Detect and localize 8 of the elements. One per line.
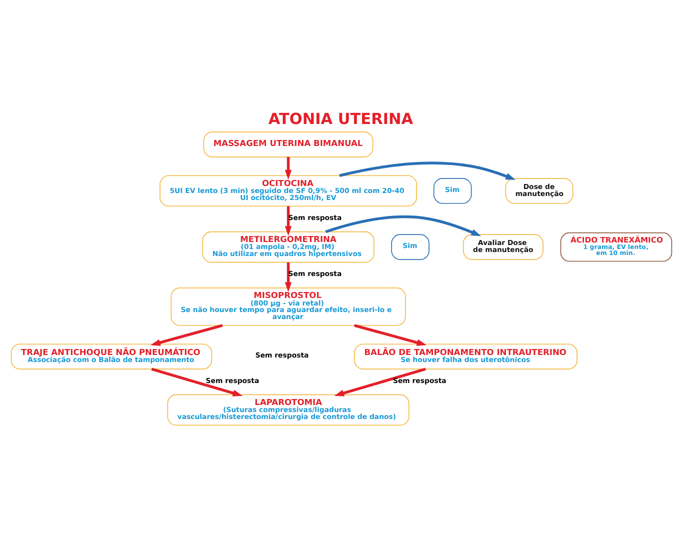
diagram-title: ATONIA UTERINA bbox=[268, 110, 414, 128]
node-box: MASSAGEM UTERINA BIMANUAL bbox=[203, 131, 374, 157]
arrow bbox=[151, 367, 243, 396]
arrow bbox=[284, 156, 292, 180]
arrow bbox=[284, 206, 292, 236]
arrow bbox=[284, 262, 292, 292]
arrow bbox=[334, 367, 426, 396]
arrow bbox=[325, 215, 482, 236]
